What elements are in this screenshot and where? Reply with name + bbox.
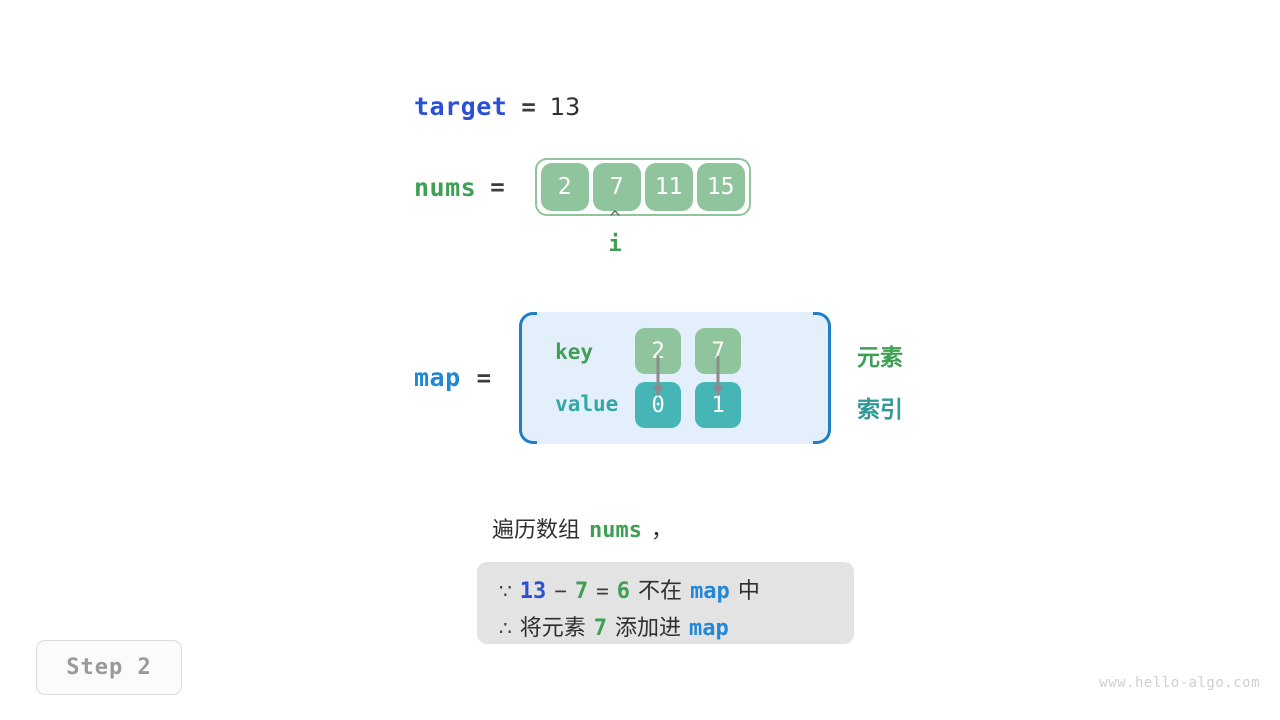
- map-key-row-label: key: [555, 340, 594, 364]
- explain-text-in: 中: [737, 579, 760, 604]
- explanation-box: ∵ 13 − 7 = 6 不在 map 中 ∴ 将元素 7 添加进 map: [477, 562, 854, 644]
- explain-added-number: 7: [593, 616, 607, 641]
- map-left-bracket: [519, 312, 538, 444]
- map-key-cell-0[interactable]: 2: [635, 328, 682, 374]
- explain-map-token-2: map: [689, 616, 729, 641]
- target-variable-label: target: [414, 92, 508, 121]
- map-equals-sign: =: [476, 364, 492, 392]
- explain-minus-operator: −: [554, 579, 567, 603]
- map-row: map = key value 2 7 0 1: [414, 312, 832, 444]
- therefore-symbol: ∴: [499, 616, 512, 640]
- watermark: www.hello-algo.com: [1099, 675, 1260, 691]
- description-code-nums: nums: [589, 518, 642, 543]
- index-pointer-label: i: [608, 232, 622, 257]
- explanation-line-1: ∵ 13 − 7 = 6 不在 map 中: [499, 573, 832, 610]
- caret-up-icon: ^: [609, 207, 621, 229]
- map-value-cell-0[interactable]: 0: [635, 382, 682, 428]
- target-value: 13: [549, 93, 581, 121]
- index-pointer-group: ^ i: [596, 208, 634, 258]
- map-side-label-index: 索引: [857, 397, 903, 423]
- map-side-label-element: 元素: [857, 345, 903, 371]
- nums-cell-1[interactable]: 7: [592, 163, 641, 211]
- map-key-cell-1[interactable]: 7: [695, 328, 742, 374]
- description-prefix: 遍历数组: [492, 518, 581, 543]
- nums-variable-label: nums: [414, 172, 477, 202]
- explain-text-add-element: 将元素: [519, 616, 586, 641]
- map-variable-label: map: [414, 363, 461, 392]
- step-badge: Step 2: [36, 640, 182, 695]
- nums-cell-3[interactable]: 15: [696, 163, 745, 211]
- map-right-bracket: [813, 312, 832, 444]
- because-symbol: ∵: [499, 579, 512, 603]
- map-value-cell-1[interactable]: 1: [695, 382, 742, 428]
- map-value-row-label: value: [555, 392, 619, 416]
- nums-cell-2[interactable]: 11: [644, 163, 693, 211]
- target-row: target = 13: [414, 92, 580, 121]
- explain-operand-result: 6: [616, 579, 631, 604]
- explain-operand-target: 13: [519, 579, 547, 604]
- target-equals-sign: =: [521, 93, 536, 121]
- explanation-line-2: ∴ 将元素 7 添加进 map: [499, 610, 832, 647]
- nums-row: nums = 2 7 11 15: [414, 158, 751, 216]
- nums-array-container: 2 7 11 15: [534, 158, 751, 216]
- explain-text-not-in: 不在: [638, 579, 683, 604]
- explain-operand-current: 7: [574, 579, 589, 604]
- nums-cell-0[interactable]: 2: [540, 163, 589, 211]
- explain-map-token-1: map: [690, 579, 730, 604]
- nums-equals-sign: =: [490, 173, 505, 201]
- explain-equals-operator: =: [596, 579, 609, 603]
- description-line: 遍历数组 nums ，: [492, 512, 673, 544]
- map-container: key value 2 7 0 1: [519, 312, 832, 444]
- explain-text-add-into: 添加进: [615, 616, 682, 641]
- description-suffix: ，: [651, 518, 674, 543]
